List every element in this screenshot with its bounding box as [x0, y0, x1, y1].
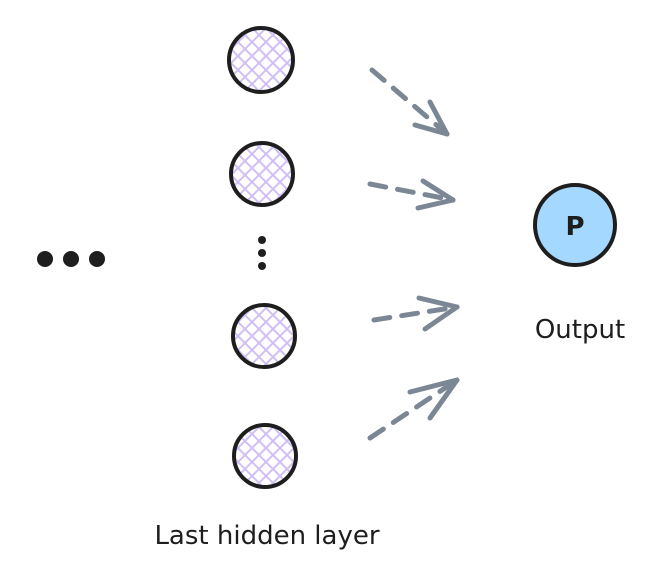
arrow-3: [371, 295, 460, 332]
output-node-symbol: P: [565, 212, 584, 242]
left-ellipsis: [37, 251, 105, 267]
arrow-2: [367, 178, 456, 211]
hidden-node-3: [231, 303, 297, 369]
arrow-4: [367, 377, 460, 441]
vertical-ellipsis: [258, 236, 266, 270]
output-node: P: [533, 183, 617, 267]
hidden-node-4: [232, 423, 298, 489]
hidden-layer-label: Last hidden layer: [154, 521, 379, 551]
output-label: Output: [535, 315, 625, 345]
hidden-node-2: [229, 141, 295, 207]
arrow-1: [369, 67, 450, 137]
hidden-node-1: [227, 26, 295, 94]
